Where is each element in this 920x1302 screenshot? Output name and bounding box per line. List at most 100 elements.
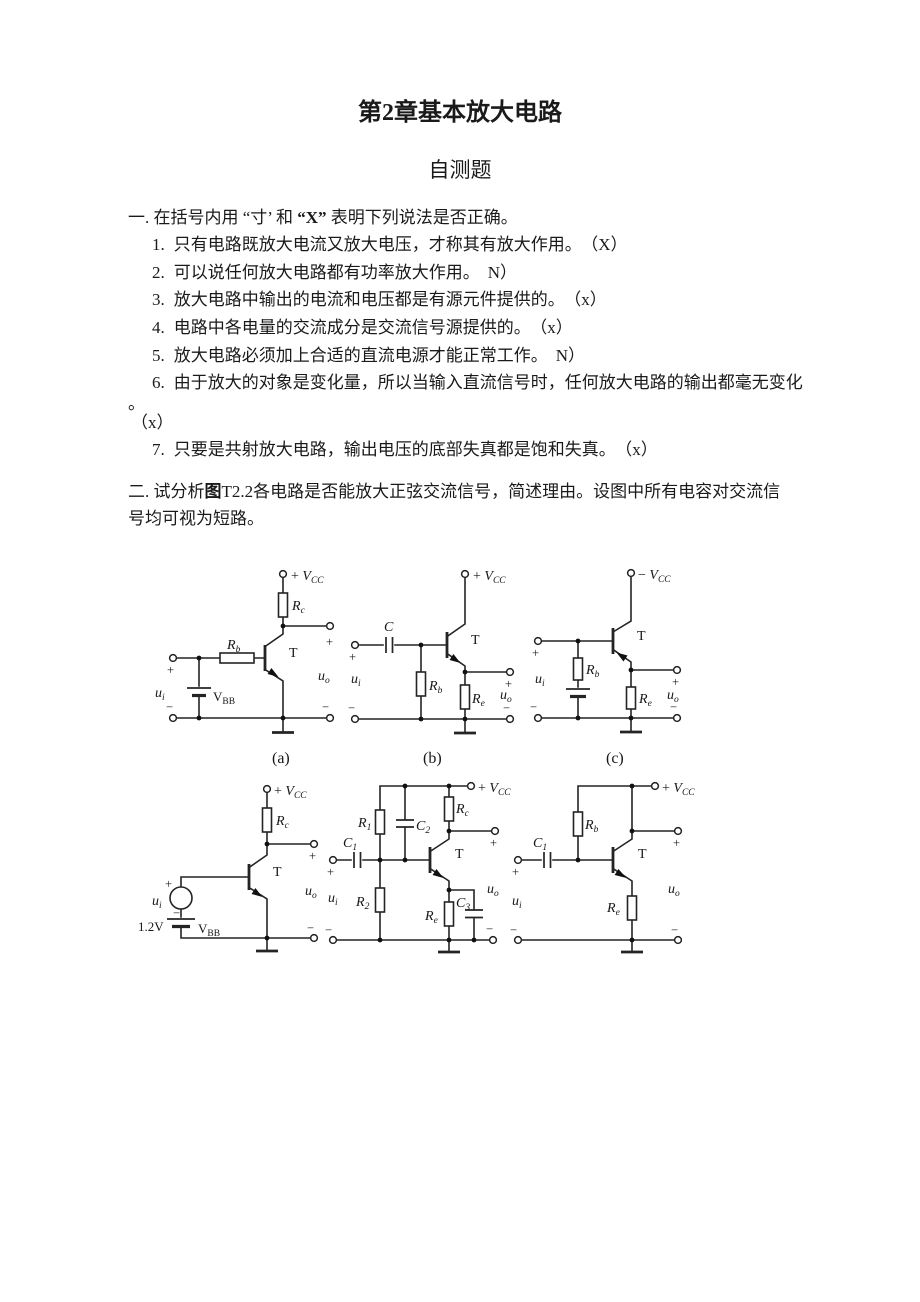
resistor-re — [625, 686, 637, 710]
page-title: 第2章基本放大电路 — [358, 100, 562, 126]
c1-label: C1 — [343, 836, 357, 853]
question-item-1: 1.只有电路既放大电流又放大电压，才称其有放大作用。（X） — [152, 230, 628, 255]
r1-label: R1 — [357, 816, 371, 833]
output-terminal-bottom — [505, 714, 515, 724]
input-terminal-top — [350, 640, 360, 650]
output-minus-sign: − — [322, 700, 329, 714]
resistor-rc — [261, 807, 273, 833]
question-item-5: 5.放大电路必须加上合适的直流电源才能正常工作。N） — [152, 341, 585, 366]
output-minus-sign: − — [670, 700, 677, 714]
output-plus-sign: + — [326, 635, 333, 649]
vcc-terminal — [278, 569, 288, 579]
input-terminal-top — [328, 855, 338, 865]
vcc-label: + VCC — [662, 781, 695, 798]
item-text: 只有电路既放大电流又放大电压，才称其有放大作用。 — [173, 235, 582, 254]
item-number: 5. — [152, 346, 165, 365]
section1-bold-x: “X” — [297, 208, 327, 227]
components — [533, 568, 682, 734]
item-answer-mark: （x） — [572, 290, 607, 309]
ui-label: ui — [351, 672, 361, 689]
section1-post: 表明下列说法是否正确。 — [326, 208, 518, 227]
item-number: 4. — [152, 318, 165, 337]
input-terminal-bottom — [328, 935, 338, 945]
input-terminal-top — [168, 653, 178, 663]
vbb-label: VBB — [213, 689, 235, 707]
resistor-re — [459, 684, 471, 710]
section2-pre: 二. 试分析 — [128, 482, 205, 501]
circuit-diagram-e: + VCC R1 C2 Rc C1 R2 Re C3 T ui uo + + −… — [325, 781, 511, 954]
components — [328, 781, 500, 954]
circuit-diagram-b: + VCC C Rb Re T ui uo + + − − (b) — [348, 569, 515, 767]
question-item-3: 3.放大电路中输出的电流和电压都是有源元件提供的。（x） — [152, 285, 607, 310]
item-number: 1. — [152, 235, 165, 254]
resistor-rc — [277, 592, 289, 618]
item-text: 只要是共射放大电路，输出电压的底部失真都是饱和失真。 — [173, 440, 616, 459]
transistor-label: T — [455, 847, 464, 862]
components — [167, 784, 319, 953]
resistor-rb — [572, 811, 584, 837]
question-item-4: 4.电路中各电量的交流成分是交流信号源提供的。（x） — [152, 313, 573, 338]
transistor-label: T — [638, 847, 647, 862]
wires — [335, 785, 493, 952]
output-terminal-bottom — [672, 713, 682, 723]
input-plus-sign: + — [349, 650, 356, 664]
output-terminal-bottom — [488, 935, 498, 945]
battery-voltage-label: 1.2V — [138, 919, 164, 934]
rb-label: Rb — [584, 818, 599, 835]
ui-label: ui — [155, 686, 165, 703]
resistor-rb — [219, 652, 255, 664]
output-plus-sign: + — [505, 677, 512, 691]
ui-label: ui — [512, 894, 522, 911]
input-plus-sign: + — [167, 663, 174, 677]
output-terminal-top — [505, 667, 515, 677]
input-terminal-bottom — [533, 713, 543, 723]
output-terminal-bottom — [325, 713, 335, 723]
resistor-rc — [443, 796, 455, 822]
circuit-diagram-c: − VCC Rb Re T ui uo + + − − (c) — [530, 568, 682, 767]
input-terminal-bottom — [513, 935, 523, 945]
output-plus-sign: + — [309, 849, 316, 863]
caption-a: (a) — [272, 750, 290, 767]
input-minus-sign: − — [510, 923, 517, 937]
wires — [180, 792, 312, 951]
section2-heading-line1: 二. 试分析图T2.2各电路是否能放大正弦交流信号，简述理由。设图中所有电容对交… — [128, 477, 780, 502]
vcc-terminal — [626, 568, 636, 578]
page-subtitle: 自测题 — [428, 158, 492, 182]
components — [350, 569, 515, 735]
resistor-r1 — [374, 809, 386, 835]
vcc-label: + VCC — [291, 569, 324, 586]
rc-label: Rc — [291, 599, 306, 616]
input-minus-sign: − — [166, 700, 173, 714]
item-number: 3. — [152, 290, 165, 309]
question-item-6: 6.由于放大的对象是变化量，所以当输入直流信号时，任何放大电路的输出都毫无变化 — [152, 368, 803, 393]
input-terminal-top — [513, 855, 523, 865]
uo-label: uo — [667, 688, 679, 705]
wires — [540, 576, 675, 732]
question-item-2: 2.可以说任何放大电路都有功率放大作用。N） — [152, 258, 517, 283]
output-minus-sign: − — [671, 923, 678, 937]
vcc-label: + VCC — [473, 569, 506, 586]
components — [513, 781, 683, 954]
item-6-answer-mark: （x） — [131, 413, 174, 432]
wires — [520, 785, 676, 952]
source-minus-sign: − — [173, 906, 180, 920]
output-minus-sign: − — [503, 701, 510, 715]
output-terminal-top — [672, 665, 682, 675]
rc-label: Rc — [275, 814, 290, 831]
section1-pre: 一. 在括号内用 “寸’ 和 — [128, 208, 298, 227]
output-plus-sign: + — [672, 675, 679, 689]
c2-label: C2 — [416, 819, 430, 836]
signal-source-icon — [169, 886, 193, 910]
transistor-label: T — [273, 865, 282, 880]
output-terminal-top — [673, 826, 683, 836]
vcc-label: − VCC — [638, 568, 671, 585]
item-number: 7. — [152, 440, 165, 459]
section2-post: T2.2各电路是否能放大正弦交流信号，简述理由。设图中所有电容对交流信 — [221, 482, 781, 501]
vcc-label: + VCC — [274, 784, 307, 801]
caption-c: (c) — [606, 750, 624, 767]
output-terminal-top — [490, 826, 500, 836]
c-label: C — [384, 620, 394, 635]
re-label: Re — [606, 901, 620, 918]
item-number: 6. — [152, 373, 165, 392]
